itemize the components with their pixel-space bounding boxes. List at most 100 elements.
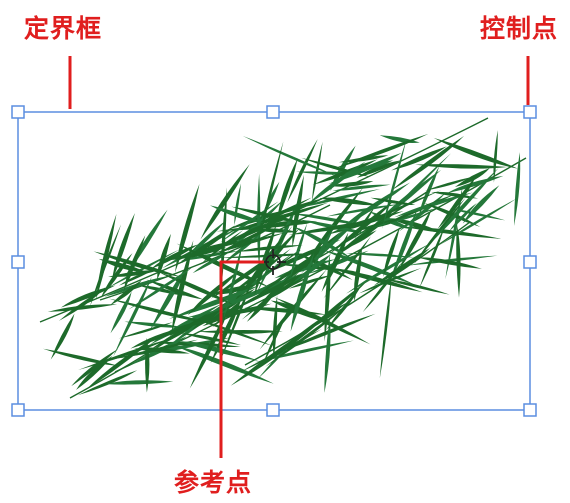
willow-leaf [307,161,366,205]
willow-leaf [146,279,204,300]
willow-leaf [96,213,117,300]
willow-leaf [454,168,490,188]
willow-leaf [113,339,198,360]
willow-leaf [424,203,481,227]
willow-leaf [462,185,500,224]
willow-leaf [248,218,288,231]
willow-leaf [391,146,447,171]
willow-leaf [328,267,423,293]
willow-leaf [209,205,264,223]
willow-leaf [323,236,371,299]
willow-leaf [171,240,194,334]
willow-leaf [337,230,377,252]
control-point-bottom-right[interactable] [523,403,537,417]
willow-leaf [398,208,432,271]
willow-leaf [325,284,362,331]
willow-leaf [326,203,402,217]
willow-leaf [514,152,521,226]
willow-leaf [93,251,181,277]
willow-leaf [265,307,344,368]
willow-leaf [43,348,119,366]
willow-leaf [210,296,242,364]
willow-leaf [58,287,106,321]
willow-branch-image [39,117,527,399]
willow-leaf [394,192,473,218]
willow-leaf [332,184,391,191]
willow-leaf [237,245,303,252]
willow-leaf [314,226,335,267]
willow-leaf [110,280,142,306]
willow-leaf [77,370,138,396]
willow-leaf [246,281,282,322]
willow-leaf [449,208,506,221]
willow-leaf [270,300,323,322]
willow-leaf [292,174,304,248]
reference-point-leader-line [219,260,264,458]
willow-leaf [178,341,259,361]
willow-leaf [128,267,193,310]
willow-leaf [447,175,504,194]
willow-leaf [287,139,318,203]
willow-leaf [324,317,331,393]
willow-leaf [113,276,152,357]
willow-leaf [200,164,250,240]
willow-leaf [323,249,416,286]
willow-leaf [321,232,349,292]
willow-leaf [390,135,465,191]
willow-leaf [172,316,223,329]
willow-leaf [242,135,338,177]
willow-leaf [175,183,200,273]
control-point-top-right[interactable] [523,105,537,119]
willow-leaf [288,274,333,289]
willow-leaf [98,258,145,272]
willow-leaf [425,177,472,191]
control-point-bottom-left[interactable] [11,403,25,417]
willow-leaf [329,181,374,187]
willow-leaf [346,243,431,294]
willow-leaf [50,313,75,360]
willow-leaf [272,295,278,359]
willow-leaf [180,333,242,346]
willow-leaf [332,133,429,170]
willow-leaf [196,329,283,334]
willow-leaf [433,167,499,241]
willow-leaf [231,206,304,223]
willow-leaf [306,280,368,331]
willow-leaf [419,225,445,289]
willow-leaf [433,137,518,169]
willow-leaf [379,277,392,379]
willow-leaf [76,355,113,390]
willow-leaf [356,160,401,178]
willow-leaf [213,221,282,256]
willow-leaf [346,252,414,258]
willow-leaf [417,257,482,269]
willow-leaf [290,223,308,279]
willow-leaf [414,197,466,264]
willow-leaf [354,246,362,302]
willow-leaf [104,380,174,385]
control-point-middle-left[interactable] [11,255,25,269]
willow-leaf [290,251,315,332]
control-point-middle-right[interactable] [523,255,537,269]
willow-leaf [277,158,298,222]
willow-leaf [319,197,379,206]
willow-leaf [130,326,188,349]
control-points [11,105,537,417]
willow-leaf [293,254,331,283]
bounding-box-label: 定界框 [24,14,103,43]
willow-leaf [402,226,502,239]
willow-leaf [292,226,352,259]
control-point-bottom-center[interactable] [266,403,280,417]
willow-leaf [123,235,146,291]
control-point-top-center[interactable] [266,105,280,119]
willow-leaf [328,199,395,255]
willow-leaf [456,223,461,298]
willow-leaf [222,231,264,265]
willow-leaf [110,291,132,334]
willow-leaf [204,273,303,316]
control-point-top-left[interactable] [11,105,25,119]
willow-leaf [377,153,452,227]
willow-leaf [440,198,517,245]
